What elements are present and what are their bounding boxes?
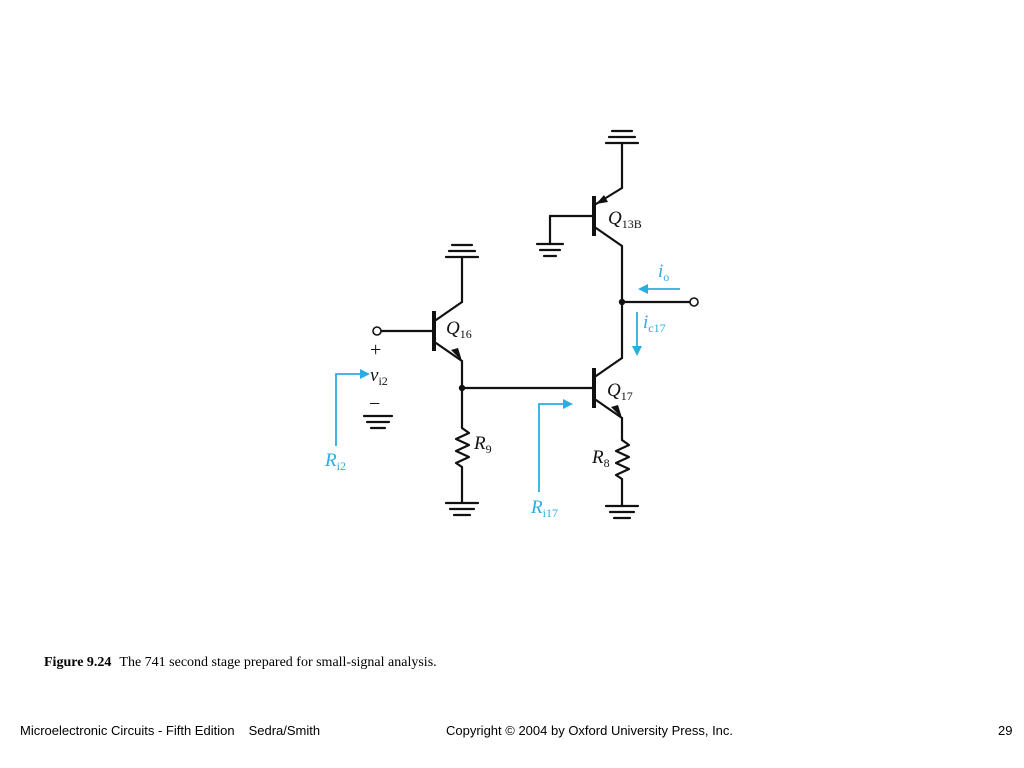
ground-symbol <box>444 501 480 517</box>
label-ri17: Ri17 <box>530 497 558 520</box>
footer-left: Microelectronic Circuits - Fifth Edition… <box>20 723 320 738</box>
footer-book-title: Microelectronic Circuits - Fifth Edition <box>20 723 235 738</box>
arrow-ic17 <box>632 312 642 356</box>
label-q13b: Q13B <box>608 208 642 231</box>
label-r9: R9 <box>473 433 492 456</box>
emitter-arrow <box>611 405 622 418</box>
transistor-q17 <box>590 300 624 442</box>
ground-symbol <box>604 129 640 190</box>
minus-sign: − <box>369 393 380 415</box>
emitter-arrow <box>596 195 608 204</box>
transistor-q16 <box>372 243 480 390</box>
label-q16: Q16 <box>446 318 472 341</box>
ground-symbol <box>362 414 394 430</box>
resistor-r8 <box>604 438 640 520</box>
plus-sign: + <box>370 339 381 361</box>
input-terminal <box>372 326 382 336</box>
label-ic17: ic17 <box>643 312 666 335</box>
figure-number: Figure 9.24 <box>44 655 112 670</box>
label-vi2: vi2 <box>370 365 388 388</box>
footer-page-number: 29 <box>998 723 1013 738</box>
arrow-ri2 <box>335 369 370 446</box>
figure-caption-text: The 741 second stage prepared for small-… <box>119 655 437 670</box>
output-terminal <box>689 297 699 307</box>
arrow-ri17 <box>538 399 573 492</box>
figure-caption: Figure 9.24 The 741 second stage prepared… <box>44 655 437 671</box>
transistor-q13b <box>535 129 640 304</box>
label-ri2: Ri2 <box>324 450 346 473</box>
ground-symbol <box>535 242 565 258</box>
footer-authors: Sedra/Smith <box>248 723 321 738</box>
arrow-io <box>638 284 680 294</box>
resistor-r9 <box>444 386 480 517</box>
ground-symbol <box>604 504 640 520</box>
label-r8: R8 <box>591 447 610 470</box>
label-io: io <box>658 261 669 284</box>
emitter-arrow <box>451 348 462 361</box>
footer-copyright: Copyright © 2004 by Oxford University Pr… <box>446 723 734 738</box>
ground-symbol <box>444 243 480 304</box>
label-q17: Q17 <box>607 380 633 403</box>
